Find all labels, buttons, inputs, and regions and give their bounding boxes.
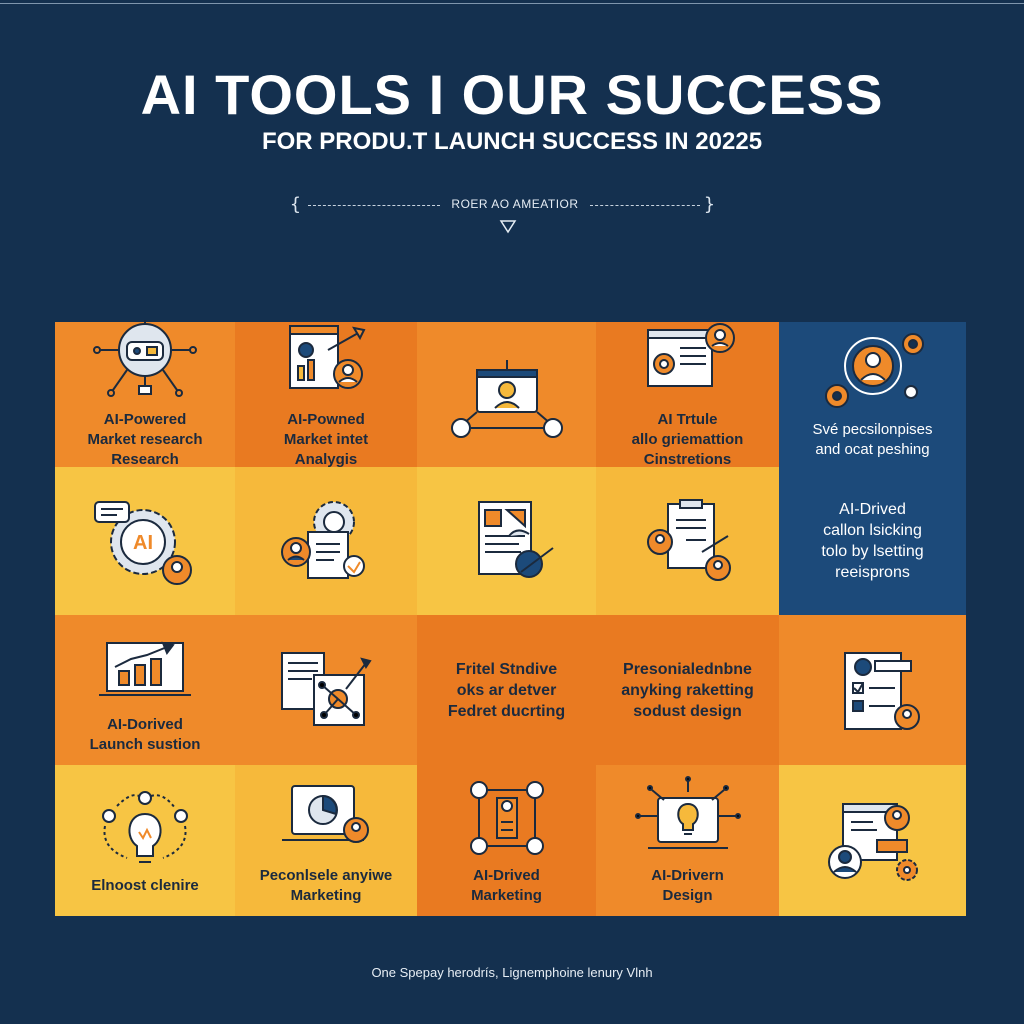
- document-growth-icon: [268, 320, 384, 410]
- tool-card-generation[interactable]: AI Trtule allo griemattion Cinstretions: [596, 320, 779, 468]
- tool-card-label: Peconlsele anyiwe Marketing: [259, 866, 393, 904]
- tool-card-label: Fritel Stndive oks ar detver Fedret ducr…: [447, 660, 566, 720]
- document-pen-icon: [449, 496, 565, 586]
- tool-card-market-research[interactable]: AI-Powered Market research Research: [55, 319, 235, 468]
- section-divider: { ROER AO AMEATIOR }: [290, 194, 720, 224]
- down-triangle-icon: [499, 220, 517, 234]
- tool-card-label: AI-Drived Marketing: [471, 866, 542, 904]
- tool-card-label: AI-Dorived Launch sustion: [89, 716, 201, 753]
- tool-card-label: Své pecsilonpises and ocat peshing: [812, 420, 933, 458]
- tool-card-clipboard[interactable]: [596, 467, 779, 615]
- checklist-user-icon: [815, 645, 931, 735]
- page-title: AI TOOLS I OUR SUCCESS: [140, 63, 884, 126]
- tool-card-market-analysis[interactable]: AI-Powned Market intet Analygis: [235, 320, 417, 468]
- tool-card-ai-driven-tracking[interactable]: AI-Drived callon lsicking tolo by lsetti…: [779, 467, 966, 615]
- divider-label: ROER AO AMEATIOR: [451, 197, 579, 211]
- ai-badge: AI: [133, 532, 153, 554]
- tool-card-document-network[interactable]: [235, 615, 417, 765]
- tool-card-launch[interactable]: AI-Dorived Launch sustion: [55, 615, 235, 765]
- divider-line-right: [590, 205, 700, 206]
- top-rule: [0, 3, 1024, 4]
- laptop-chart-icon: [268, 776, 384, 866]
- tool-card-document-pen[interactable]: [417, 467, 596, 615]
- tool-card-label: AI-Drivern Design: [651, 866, 724, 904]
- tool-card-fritel[interactable]: Fritel Stndive oks ar detver Fedret ducr…: [417, 615, 596, 765]
- ai-chat-gear-icon: AI: [87, 496, 203, 586]
- tool-card-idea[interactable]: Elnoost clenire: [55, 765, 235, 916]
- tool-card-label: AI-Powned Market intet Analygis: [283, 410, 369, 468]
- tool-card-document-users[interactable]: [779, 765, 966, 916]
- clipboard-users-icon: [630, 496, 746, 586]
- lightbulb-cycle-icon: [87, 786, 203, 876]
- tool-card-personalized-marketing[interactable]: Peconlsele anyiwe Marketing: [235, 765, 417, 916]
- page-subtitle: FOR PRODU.T LAUNCH SUCCESS IN 20225: [261, 128, 763, 155]
- footer-credit: One Spepay herodrís, Lignemphoine lenury…: [371, 965, 653, 980]
- tool-card-label: AI Trtule allo griemattion Cinstretions: [631, 410, 744, 468]
- browser-gear-icon: [630, 320, 746, 410]
- tool-card-label: AI-Drived callon lsicking tolo by lsetti…: [821, 501, 924, 581]
- tools-grid: AI-Powered Market research Research A: [55, 319, 966, 916]
- document-users-gear-icon: [815, 796, 931, 886]
- tool-card-label: Presonialednbne anyking raketting sodust…: [621, 660, 754, 720]
- left-bracket-icon: {: [290, 194, 301, 215]
- bar-chart-laptop-icon: [87, 625, 203, 715]
- tool-card-ai-design[interactable]: AI-Drivern Design: [596, 765, 779, 916]
- tool-card-label: Elnoost clenire: [91, 876, 199, 894]
- gear-document-user-icon: [268, 496, 384, 586]
- tool-card-gear-document[interactable]: [235, 467, 417, 615]
- gear-person-icon: [815, 330, 931, 420]
- network-users-icon: [449, 776, 565, 866]
- user-presentation-icon: [449, 350, 565, 440]
- tool-card-label: AI-Powered Market research Research: [87, 410, 203, 468]
- tool-card-checklist[interactable]: [779, 615, 966, 765]
- tool-card-presentation[interactable]: [417, 322, 596, 467]
- right-bracket-icon: }: [704, 194, 715, 215]
- document-network-icon: [268, 645, 384, 735]
- tool-card-ai-chat[interactable]: AI: [55, 467, 235, 615]
- tool-card-personalization[interactable]: Své pecsilonpises and ocat peshing: [779, 322, 966, 467]
- tool-card-ai-marketing[interactable]: AI-Drived Marketing: [417, 765, 596, 916]
- robot-network-icon: [87, 319, 203, 410]
- divider-line-left: [308, 205, 440, 206]
- laptop-lightbulb-icon: [630, 775, 746, 866]
- tool-card-personalized-design[interactable]: Presonialednbne anyking raketting sodust…: [596, 615, 779, 765]
